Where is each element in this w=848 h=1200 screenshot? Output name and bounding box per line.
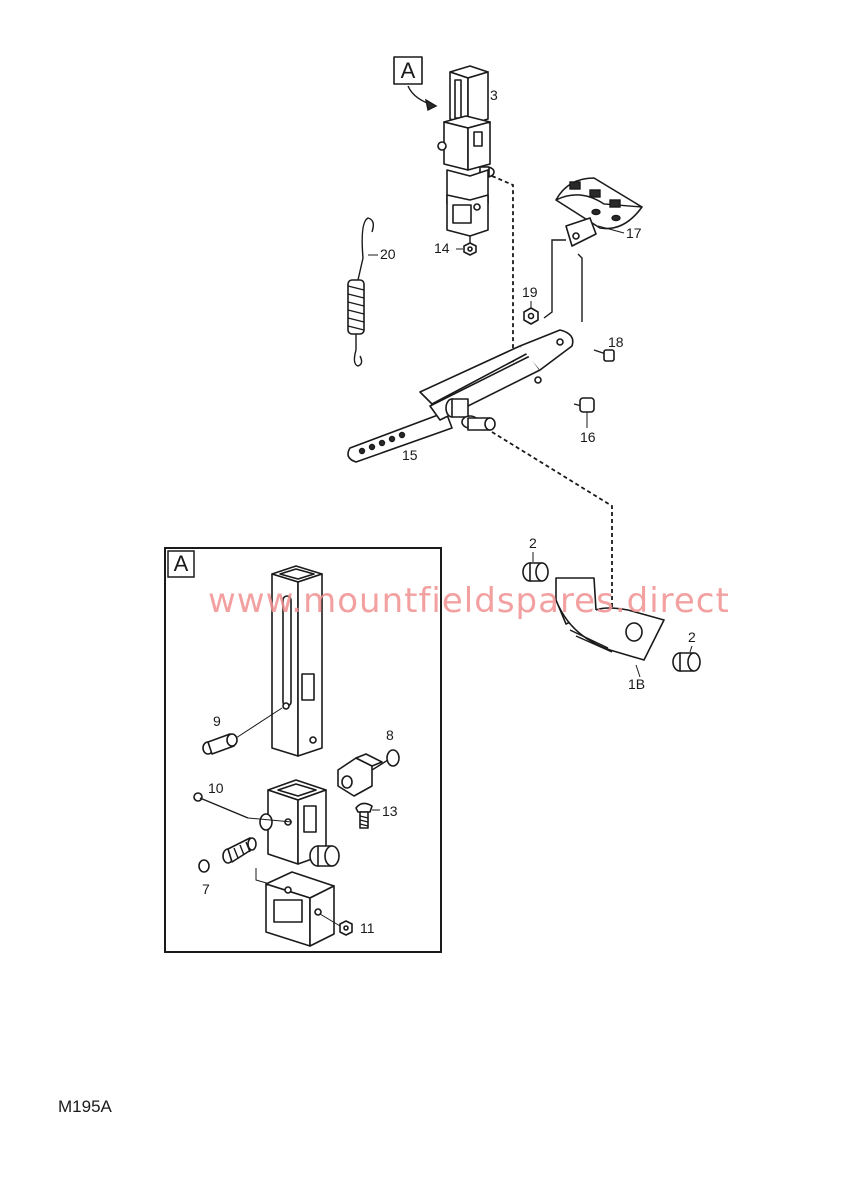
inset-threaded-pin	[222, 837, 257, 864]
callout-9: 9	[213, 713, 221, 729]
callout-7: 7	[202, 881, 210, 897]
callout-16: 16	[580, 429, 596, 445]
part-19-nut	[523, 307, 539, 325]
callout-1b: 1B	[628, 676, 645, 692]
callout-10: 10	[208, 780, 224, 796]
callout-3: 3	[490, 87, 498, 103]
part-14-nut	[463, 242, 477, 256]
part-8-circlip	[386, 749, 400, 767]
drawing-code: M195A	[58, 1097, 113, 1116]
callout-8: 8	[386, 727, 394, 743]
callout-2-upper: 2	[529, 535, 537, 551]
callout-18: 18	[608, 334, 624, 350]
callout-11: 11	[360, 920, 375, 936]
part-3-pedal-shaft	[437, 65, 495, 246]
callout-20: 20	[380, 246, 396, 262]
part-1b-bracket	[555, 577, 665, 661]
part-15-lever-arm	[347, 329, 574, 463]
part-7-clip	[198, 859, 210, 873]
part-20-spring	[347, 217, 375, 367]
inset-u-bracket	[255, 868, 335, 947]
part-16-bolt	[573, 397, 595, 413]
watermark-text: www.mountfieldspares.direct	[208, 581, 730, 621]
part-13-bolt	[355, 802, 373, 829]
detail-marker-a: A	[393, 56, 438, 112]
callout-2-lower: 2	[688, 629, 696, 645]
inset-clevis-block	[337, 753, 389, 797]
callout-13: 13	[382, 803, 398, 819]
part-17-pedal-pad	[555, 177, 643, 247]
detail-inset-a-label: A	[174, 551, 189, 576]
callout-19: 19	[522, 284, 538, 300]
inset-lower-tube	[259, 779, 340, 867]
part-10-long-pin	[193, 792, 293, 823]
part-2-bush-lower	[672, 652, 701, 672]
part-18-bolt	[593, 349, 615, 362]
part-2-bush-upper	[522, 562, 549, 582]
part-11-nut	[319, 913, 353, 936]
callout-15: 15	[402, 447, 418, 463]
detail-marker-a-label: A	[401, 58, 416, 83]
detail-inset-a: A	[164, 547, 442, 953]
callout-14: 14	[434, 240, 450, 256]
callout-17: 17	[626, 225, 642, 241]
part-9-pin	[202, 707, 283, 755]
